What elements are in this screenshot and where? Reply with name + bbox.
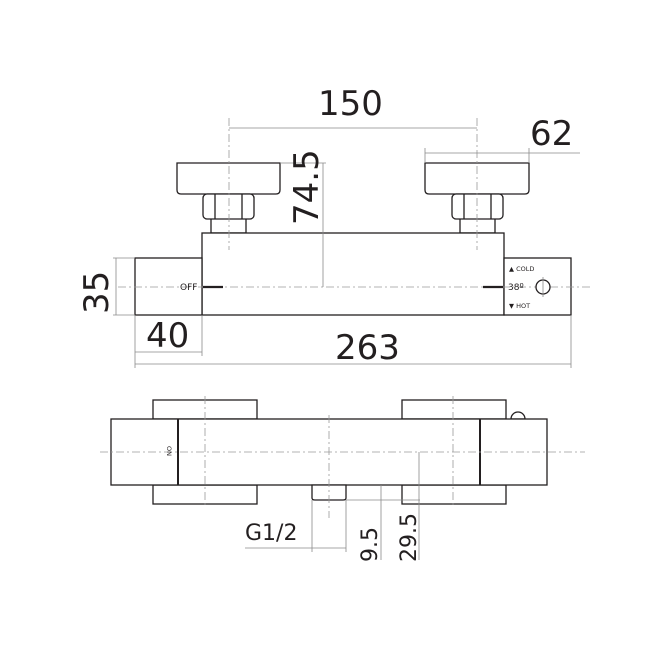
dim-overall-length: 263	[335, 328, 400, 368]
right-knob-top	[401, 399, 507, 420]
dial-knob	[510, 411, 526, 420]
hot-label: ▼ HOT	[509, 302, 530, 310]
left-nut	[202, 193, 255, 234]
dim-end-cap-width: 40	[146, 316, 189, 356]
dim-height-to-knob: 74.5	[287, 149, 327, 225]
right-nut	[451, 193, 504, 234]
dim-outlet-offset: 29.5	[397, 513, 422, 562]
right-knob-bottom	[401, 484, 507, 505]
left-knob	[176, 162, 281, 195]
dim-knob-width: 62	[530, 114, 573, 154]
top-view: ON G1/2 9.5 29.5	[100, 396, 585, 562]
on-label: ON	[165, 446, 173, 456]
off-label: OFF	[180, 283, 197, 293]
dim-outlet-thread: G1/2	[245, 521, 297, 546]
cold-label: ▲ COLD	[509, 265, 534, 273]
left-end-cap	[134, 257, 203, 316]
main-body	[201, 232, 505, 316]
temperature-label: 38º	[508, 283, 524, 293]
outlet	[311, 484, 347, 501]
front-view: OFF ▲ COLD 38º ▼ HOT 150 62 74.5 35 40 2…	[77, 84, 590, 368]
dim-outlet-length: 9.5	[358, 527, 383, 562]
dim-body-height: 35	[77, 271, 117, 314]
dim-knob-spacing: 150	[318, 84, 383, 124]
